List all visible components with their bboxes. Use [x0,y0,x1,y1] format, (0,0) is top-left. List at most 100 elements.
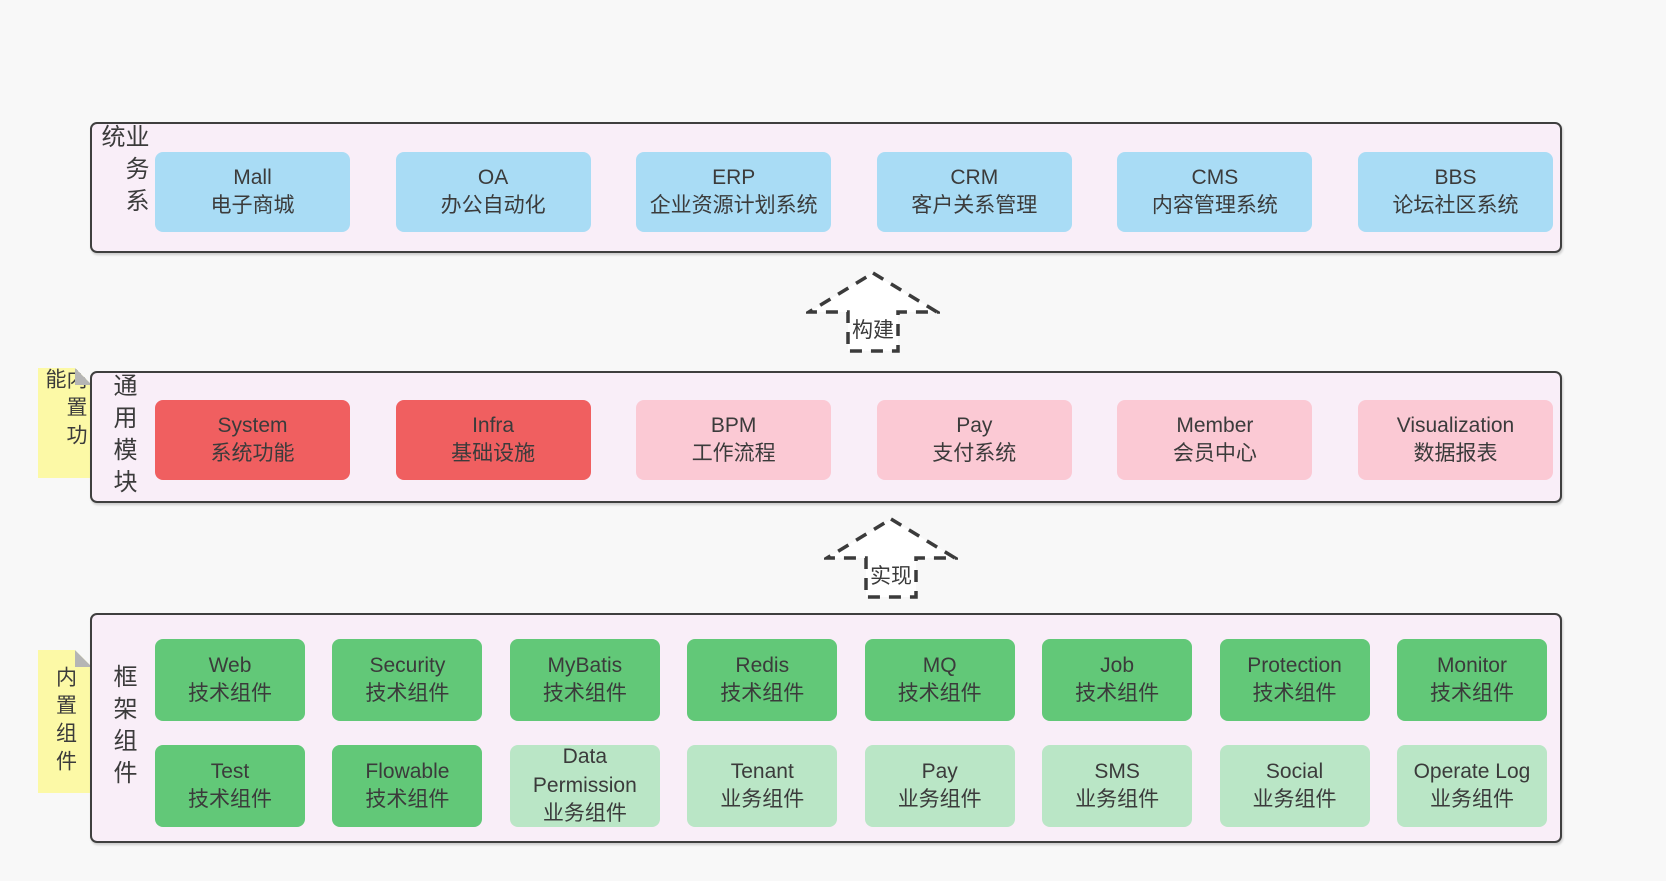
box-zh-label: 技术组件 [1075,682,1160,705]
box-en-label: Mall [233,165,272,189]
box-oa: OA 办公自动化 [395,152,591,232]
box-zh-label: 系统功能 [210,442,295,465]
framework-components-band: 框架组件 Web 技术组件 Security 技术组件 MyBatis 技术组件… [90,613,1562,843]
band-label-business-text: 业务系统 [97,124,148,220]
box-en-label: MyBatis [547,653,623,677]
box-zh-label: 数据报表 [1413,442,1498,465]
box-zh-label: 技术组件 [542,682,627,705]
box-infra: Infra 基础设施 [395,400,591,480]
note-built-in-components-text: 内置组件 [53,665,77,778]
box-operate-log: Operate Log 业务组件 [1396,745,1547,827]
box-security: Security 技术组件 [332,639,483,721]
box-zh-label: 技术组件 [365,682,450,705]
box-zh-label: 会员中心 [1172,442,1257,465]
box-pay: Pay 支付系统 [876,400,1072,480]
box-bbs: BBS 论坛社区系统 [1357,152,1553,232]
box-monitor: Monitor 技术组件 [1396,639,1547,721]
box-protection: Protection 技术组件 [1219,639,1370,721]
box-en-label: OA [477,165,509,189]
box-visualization: Visualization 数据报表 [1357,400,1553,480]
box-zh-label: 业务组件 [1429,788,1514,811]
box-en-label: Social [1265,759,1324,783]
box-en-label: BPM [710,413,757,437]
box-en-label: Monitor [1436,653,1507,677]
box-job: Job 技术组件 [1042,639,1193,721]
box-zh-label: 企业资源计划系统 [649,194,818,217]
box-en-label: Security [369,653,446,677]
box-en-label: Member [1176,413,1254,437]
box-pay-biz: Pay 业务组件 [864,745,1015,827]
box-mall: Mall 电子商城 [155,152,350,232]
band-label-modules: 通用模块 [102,373,142,501]
box-zh-label: 客户关系管理 [911,194,1038,217]
box-zh-label: 技术组件 [1429,682,1514,705]
build-arrow-label: 构建 [806,314,940,344]
box-en-label: Redis [735,653,790,677]
box-crm: CRM 客户关系管理 [876,152,1072,232]
box-redis: Redis 技术组件 [687,639,838,721]
box-en-label: Pay [921,759,958,783]
framework-components-row-1: Web 技术组件 Security 技术组件 MyBatis 技术组件 Redi… [155,639,1547,721]
band-label-business: 业务系统 [97,124,148,251]
implement-arrow-label: 实现 [824,560,958,590]
up-arrow-icon [806,270,940,353]
band-label-components-text: 框架组件 [109,664,136,792]
box-test: Test 技术组件 [155,745,305,827]
common-modules-band: 通用模块 System 系统功能 Infra 基础设施 BPM 工作流程 Pay… [90,371,1562,503]
box-zh-label: 技术组件 [188,682,272,705]
box-social: Social 业务组件 [1219,745,1370,827]
build-arrow: 构建 [806,270,940,354]
box-zh-label: 工作流程 [691,442,776,465]
box-zh-label: 业务组件 [1075,788,1160,811]
box-zh-label: 基础设施 [451,442,536,465]
box-en-label: Job [1100,653,1135,677]
implement-arrow: 实现 [824,516,958,600]
box-en-label: CRM [950,165,999,189]
box-en-label: Infra [472,413,515,437]
box-en-label: Flowable [365,759,450,783]
box-zh-label: 技术组件 [188,788,272,811]
note-built-in-features-text: 内置功能 [43,368,87,452]
box-en-label: ERP [712,165,756,189]
common-modules-row: System 系统功能 Infra 基础设施 BPM 工作流程 Pay 支付系统… [155,400,1553,480]
box-zh-label: 办公自动化 [440,194,546,217]
box-zh-label: 技术组件 [720,682,805,705]
box-zh-label: 论坛社区系统 [1392,194,1519,217]
box-en-label: Visualization [1396,413,1515,437]
box-zh-label: 支付系统 [932,442,1017,465]
box-zh-label: 业务组件 [897,788,982,811]
box-en-label: Web [208,653,252,677]
box-erp: ERP 企业资源计划系统 [636,152,832,232]
box-en-label: Operate Log [1413,759,1531,783]
box-member: Member 会员中心 [1117,400,1313,480]
box-mq: MQ 技术组件 [864,639,1015,721]
box-en-label: Test [210,759,250,783]
band-label-modules-text: 通用模块 [109,373,136,501]
box-en-label: MQ [922,653,957,677]
implement-arrow-text: 实现 [868,565,914,588]
box-zh-label: 业务组件 [720,788,805,811]
box-zh-label: 技术组件 [1252,682,1337,705]
box-sms: SMS 业务组件 [1042,745,1193,827]
box-en-label: CMS [1191,165,1239,189]
box-en-label: Tenant [730,759,794,783]
framework-components-row-2: Test 技术组件 Flowable 技术组件 Data Permission … [155,745,1547,827]
box-en-label: Protection [1247,653,1342,677]
box-zh-label: 业务组件 [542,802,627,826]
box-tenant: Tenant 业务组件 [687,745,838,827]
note-built-in-components: 内置组件 [38,650,92,793]
build-arrow-text: 构建 [850,319,896,342]
box-en-label: BBS [1434,165,1477,189]
box-zh-label: 技术组件 [365,788,450,811]
box-zh-label: 业务组件 [1252,788,1337,811]
business-systems-band: 业务系统 Mall 电子商城 OA 办公自动化 ERP 企业资源计划系统 CRM… [90,122,1562,253]
box-zh-label: 电子商城 [210,194,295,217]
business-systems-row: Mall 电子商城 OA 办公自动化 ERP 企业资源计划系统 CRM 客户关系… [155,152,1553,232]
box-zh-label: 内容管理系统 [1151,194,1278,217]
box-en-label: Data Permission [532,745,637,797]
note-built-in-features: 内置功能 [38,368,92,478]
box-web: Web 技术组件 [155,639,305,721]
box-bpm: BPM 工作流程 [636,400,832,480]
box-cms: CMS 内容管理系统 [1117,152,1313,232]
